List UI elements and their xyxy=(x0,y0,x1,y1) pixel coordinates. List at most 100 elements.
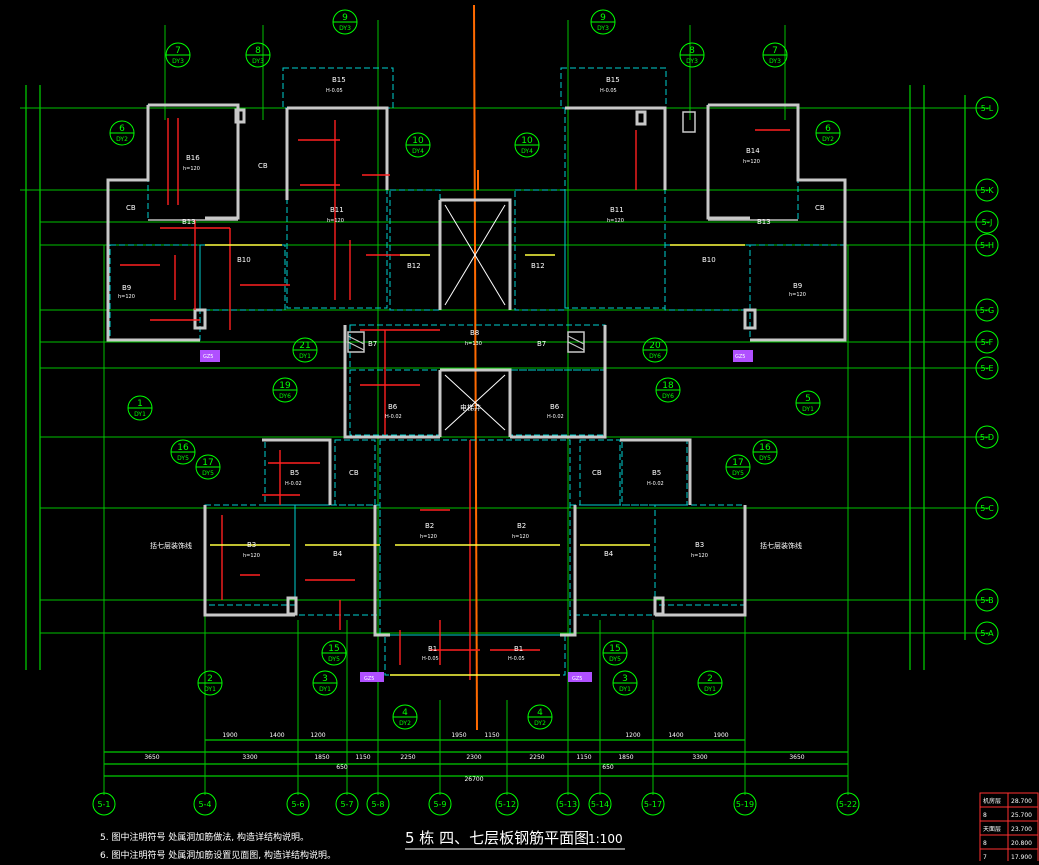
axis-bubble xyxy=(836,792,860,816)
axis-bubble xyxy=(588,792,612,816)
axis-label: 5-8 xyxy=(371,800,384,809)
detail-bubble-ref: DY3 xyxy=(769,58,781,65)
detail-bubble-ref: DY1 xyxy=(802,406,814,413)
axis-bubble xyxy=(92,792,116,816)
cb-label: CB xyxy=(592,469,602,477)
axis-label: 5-6 xyxy=(291,800,304,809)
detail-bubble-ref: DY2 xyxy=(116,136,128,143)
detail-bubble-ref: DY3 xyxy=(597,25,609,32)
axis-label: 5-F xyxy=(981,338,994,347)
table-floor-value: 17.900 xyxy=(1011,854,1032,861)
axis-bubble xyxy=(975,298,999,322)
dimension-frame xyxy=(25,85,966,777)
detail-bubble-ref: DY4 xyxy=(521,148,533,155)
axis-bubble xyxy=(975,233,999,257)
axis-bubble xyxy=(975,356,999,380)
axis-label: 5-C xyxy=(980,504,994,513)
slab-label: B13 xyxy=(182,218,196,226)
dimension-text: 2250 xyxy=(400,754,415,761)
table-floor-value: 25.700 xyxy=(1011,812,1032,819)
gz-label: GZ5 xyxy=(572,676,582,682)
axis-bubble xyxy=(975,621,999,645)
rebar-yellow xyxy=(205,244,745,676)
detail-bubble-number: 8 xyxy=(255,46,261,56)
slab-label: B5 xyxy=(652,469,661,477)
axis-bubble xyxy=(335,792,359,816)
axis-bubble xyxy=(641,792,665,816)
slab-label: B2 xyxy=(517,522,526,530)
detail-bubble-ref: DY2 xyxy=(822,136,834,143)
detail-bubble-ref: DY5 xyxy=(609,656,621,663)
detail-bubble-ref: DY5 xyxy=(177,455,189,462)
table-floor-value: 23.700 xyxy=(1011,826,1032,833)
center-axis-line xyxy=(473,4,478,731)
axis-label: 5-9 xyxy=(433,800,446,809)
dimension-text: 1900 xyxy=(713,732,728,739)
detail-bubble-number: 17 xyxy=(732,458,743,468)
slab-label: B1 xyxy=(514,645,523,653)
detail-bubble-number: 16 xyxy=(759,443,771,453)
slab-label: B4 xyxy=(604,550,614,558)
detail-bubble-number: 4 xyxy=(537,708,543,718)
axis-bubble xyxy=(975,96,999,120)
slab-label: h=120 xyxy=(243,553,260,559)
detail-bubble-ref: DY1 xyxy=(134,411,146,418)
detail-bubble-ref: DY1 xyxy=(299,353,311,360)
dimension-text: 2250 xyxy=(529,754,544,761)
axis-bubble xyxy=(733,792,757,816)
axis-label: 5-19 xyxy=(736,800,754,809)
axis-label: 5-12 xyxy=(498,800,516,809)
axis-label: 5-L xyxy=(981,104,994,113)
dimension-total: 26700 xyxy=(464,776,483,783)
dimension-text: 1400 xyxy=(269,732,284,739)
slab-label: B6 xyxy=(550,403,560,411)
slab-label: H-0.02 xyxy=(647,481,664,487)
detail-bubble-ref: DY3 xyxy=(339,25,351,32)
slab-label: B8 xyxy=(470,329,479,337)
axis-bubble xyxy=(975,178,999,202)
slab-label: B1 xyxy=(428,645,437,653)
slab-label: H-0.02 xyxy=(285,481,302,487)
dimension-text: 1150 xyxy=(484,732,499,739)
dimension-text: 3300 xyxy=(242,754,257,761)
gz-label: GZ5 xyxy=(364,676,374,682)
dimension-text: 650 xyxy=(336,764,348,771)
slab-label: H-0.02 xyxy=(547,414,564,420)
axis-bubble xyxy=(975,330,999,354)
slab-label: h=120 xyxy=(512,534,529,540)
detail-bubble-ref: DY1 xyxy=(204,686,216,693)
slab-label: B7 xyxy=(368,340,377,348)
dimension-text: 1200 xyxy=(625,732,640,739)
dimension-text: 1950 xyxy=(451,732,466,739)
axis-bubble xyxy=(366,792,390,816)
detail-bubble-ref: DY4 xyxy=(412,148,424,155)
rebar-lines xyxy=(120,118,790,680)
dimension-text: 1150 xyxy=(576,754,591,761)
dimension-text: 650 xyxy=(602,764,614,771)
axis-bubble xyxy=(975,496,999,520)
detail-bubble-ref: DY3 xyxy=(172,58,184,65)
cb-label: CB xyxy=(258,162,268,170)
axis-bubble xyxy=(556,792,580,816)
slab-label: H-0.05 xyxy=(326,88,343,94)
gz-label: GZ5 xyxy=(735,354,745,360)
axis-label: 5-E xyxy=(980,364,993,373)
axis-label: 5-A xyxy=(980,629,994,638)
cb-label: CB xyxy=(815,204,825,212)
slab-label: h=120 xyxy=(183,166,200,172)
detail-bubble-number: 10 xyxy=(521,136,533,146)
detail-bubble-ref: DY6 xyxy=(649,353,661,360)
slab-label: B10 xyxy=(237,256,251,264)
